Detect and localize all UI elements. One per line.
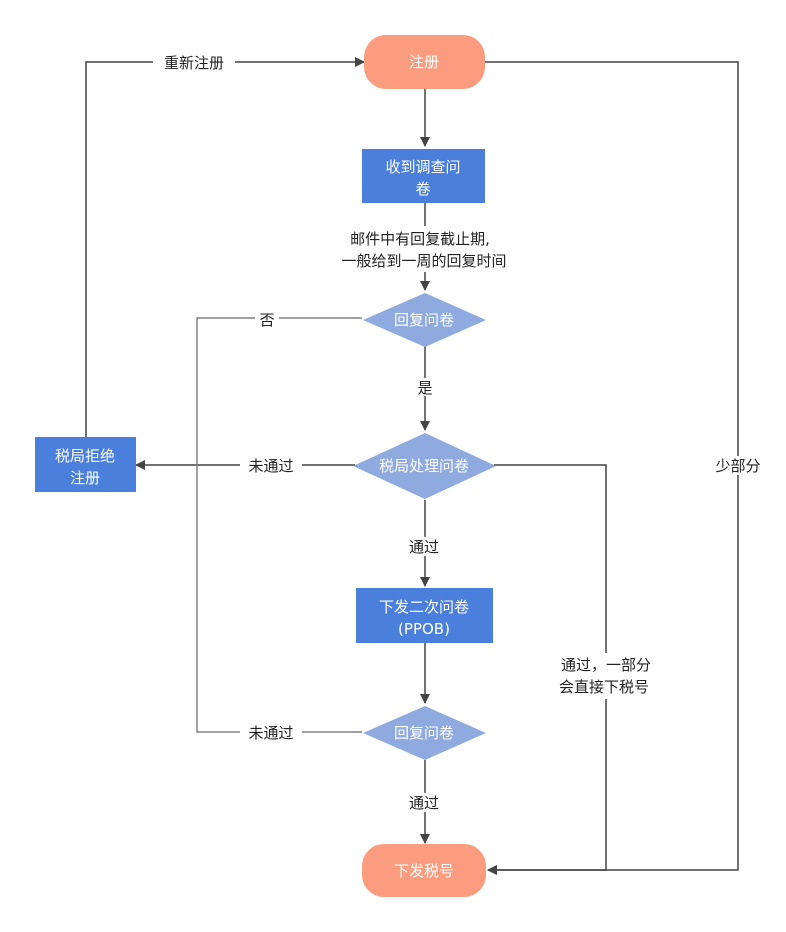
tax-process-label: 税局处理问卷: [379, 457, 469, 475]
issue-tax-number-label: 下发税号: [394, 862, 454, 880]
reply-survey-2-label: 回复问卷: [394, 724, 454, 742]
edge-label-yes: 是: [417, 379, 432, 397]
edge-label-not-passed-1: 未通过: [248, 457, 293, 475]
edge-label-no: 否: [259, 311, 274, 329]
register-label: 注册: [409, 53, 439, 71]
issue-tax-number-node: [362, 844, 486, 897]
second-survey-label-line2: (PPOB): [398, 620, 450, 638]
edge-register-minority: [485, 61, 739, 875]
edge-label-deadline-line2: 一般给到一周的回复时间: [341, 252, 506, 270]
edge-label-passed-1: 通过: [409, 538, 439, 556]
tax-process-node: [353, 433, 496, 499]
edge-label-not-passed-2: 未通过: [248, 724, 293, 742]
reply-survey-1-label: 回复问卷: [394, 311, 454, 329]
tax-reject-label-line1: 税局拒绝: [55, 447, 115, 465]
edge-reply1-no-loop: [196, 317, 362, 733]
reply-survey-1-node: [363, 293, 486, 347]
edge-label-partial-pass-line1: 通过，一部分: [561, 656, 651, 674]
receive-survey-node: [362, 149, 485, 203]
edge-label-deadline-line1: 邮件中有回复截止期,: [350, 230, 490, 248]
second-survey-label-line1: 下发二次问卷: [379, 598, 469, 616]
edge-label-minority: 少部分: [715, 457, 760, 475]
register-node: [364, 35, 485, 89]
edge-label-re-register: 重新注册: [164, 54, 224, 72]
reply-survey-2-node: [363, 706, 486, 760]
edge-reject-to-register: [85, 57, 365, 437]
edge-label-partial-pass-line2: 会直接下税号: [559, 678, 649, 696]
receive-survey-label-line1: 收到调查问: [385, 158, 460, 176]
tax-reject-node: [35, 437, 136, 492]
receive-survey-label-line2: 卷: [415, 180, 430, 198]
tax-reject-label-line2: 注册: [70, 469, 100, 487]
edge-label-passed-2: 通过: [409, 794, 439, 812]
second-survey-node: [356, 588, 493, 643]
